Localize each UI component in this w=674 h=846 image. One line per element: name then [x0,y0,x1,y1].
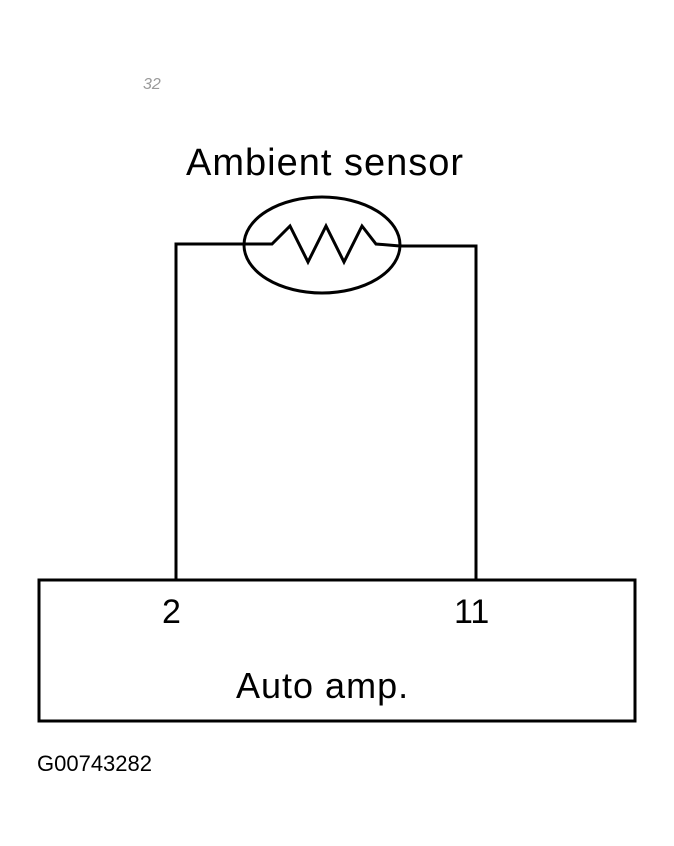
wire-pin-2 [174,242,244,580]
auto-amp-box [37,578,637,723]
ambient-sensor-symbol [242,195,402,295]
wire-pin-11 [400,244,478,580]
margin-mark: 32 [143,76,161,93]
pin-label-left: 2 [162,593,181,631]
thermistor-resistor-icon [244,222,401,266]
figure-code: G00743282 [37,751,152,776]
pin-label-right: 11 [454,593,489,631]
sensor-label: Ambient sensor [186,142,464,184]
module-label: Auto amp. [236,665,409,706]
